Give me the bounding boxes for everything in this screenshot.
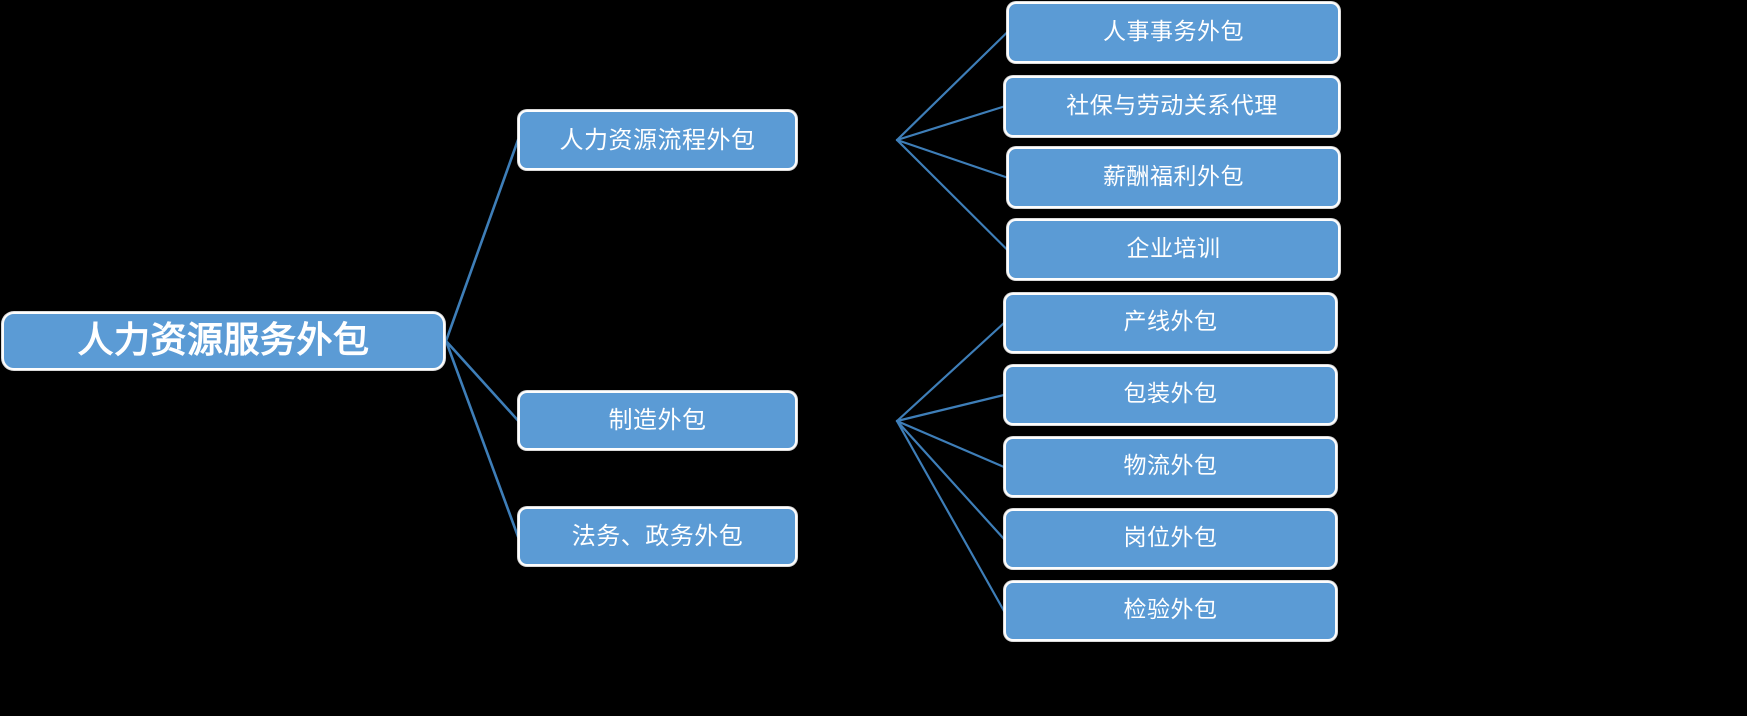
leaf-node-1-3-label: 薪酬福利外包 [1103, 163, 1244, 190]
branch-node-3-label: 法务、政务外包 [571, 522, 744, 551]
leaf-node-2-1-label: 产线外包 [1123, 309, 1218, 336]
leaf-node-1-1[interactable]: 人事事务外包 [1007, 2, 1340, 63]
branch-node-1-label: 人力资源流程外包 [559, 125, 756, 154]
leaf-node-2-5-label: 检验外包 [1123, 597, 1218, 624]
root-node[interactable]: 人力资源服务外包 [2, 312, 445, 370]
leaf-node-2-2-label: 包装外包 [1123, 381, 1218, 408]
leaf-node-2-1[interactable]: 产线外包 [1004, 293, 1337, 353]
leaf-node-2-3[interactable]: 物流外包 [1004, 437, 1337, 497]
leaf-node-2-4-label: 岗位外包 [1123, 525, 1218, 552]
leaf-node-1-4-label: 企业培训 [1126, 235, 1221, 262]
leaf-node-2-5[interactable]: 检验外包 [1004, 581, 1337, 641]
leaf-node-2-2[interactable]: 包装外包 [1004, 365, 1337, 425]
branch-node-3[interactable]: 法务、政务外包 [518, 507, 797, 566]
leaf-node-1-2-label: 社保与劳动关系代理 [1066, 92, 1278, 119]
branch-node-1[interactable]: 人力资源流程外包 [518, 110, 797, 170]
branch-node-2-label: 制造外包 [608, 406, 707, 435]
leaf-node-1-4[interactable]: 企业培训 [1007, 219, 1340, 280]
leaf-node-2-4[interactable]: 岗位外包 [1004, 509, 1337, 569]
leaf-node-1-3[interactable]: 薪酬福利外包 [1007, 147, 1340, 208]
leaf-node-2-3-label: 物流外包 [1123, 453, 1218, 480]
leaf-node-1-2[interactable]: 社保与劳动关系代理 [1004, 76, 1340, 137]
leaf-node-1-1-label: 人事事务外包 [1103, 18, 1244, 45]
branch-node-2[interactable]: 制造外包 [518, 391, 797, 450]
root-node-label: 人力资源服务外包 [77, 320, 370, 362]
